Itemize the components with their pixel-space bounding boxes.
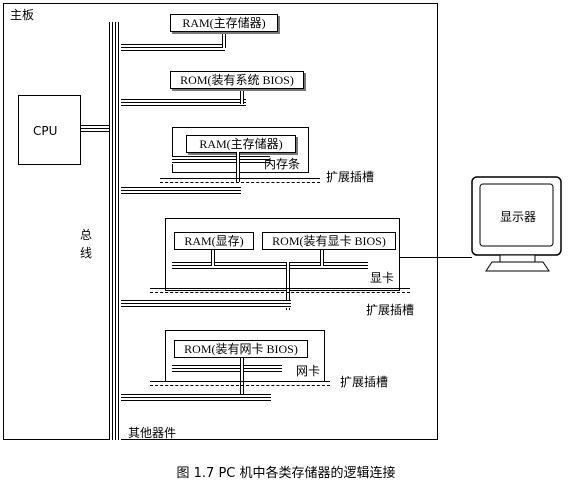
ram-top-bus-link bbox=[121, 44, 225, 52]
video-card-traces bbox=[172, 262, 368, 270]
ram-top-chip: RAM(主存储器) bbox=[170, 14, 278, 32]
monitor-icon bbox=[471, 176, 562, 272]
video-slot bbox=[150, 288, 410, 293]
memory-slot-bus-link bbox=[121, 187, 241, 195]
rom-video-chip: ROM(装有显卡 BIOS) bbox=[262, 232, 396, 250]
system-bus bbox=[109, 22, 121, 440]
memory-module-label: 内存条 bbox=[264, 157, 301, 171]
cpu-bus-link bbox=[81, 125, 109, 134]
rom-system-bus-link bbox=[121, 99, 246, 107]
video-card-label: 显卡 bbox=[370, 271, 395, 285]
memory-module-pins bbox=[236, 152, 240, 182]
memory-slot-label: 扩展插槽 bbox=[326, 170, 375, 184]
monitor-label: 显示器 bbox=[500, 210, 537, 224]
network-card-traces bbox=[172, 365, 282, 373]
network-slot bbox=[150, 381, 330, 386]
cpu: CPU bbox=[18, 95, 81, 165]
other-devices-label: 其他器件 bbox=[128, 426, 177, 440]
video-card bbox=[165, 218, 400, 291]
bus-label-2: 线 bbox=[80, 246, 93, 260]
rom-system-pins bbox=[240, 86, 244, 104]
mainboard-label: 主板 bbox=[10, 8, 35, 22]
rom-nic-pins bbox=[240, 358, 244, 368]
memory-module-traces bbox=[172, 156, 270, 164]
vram-pins bbox=[211, 250, 215, 266]
rom-video-pins bbox=[320, 250, 324, 266]
cpu-label: CPU bbox=[33, 124, 58, 138]
network-slot-label: 扩展插槽 bbox=[340, 375, 389, 389]
video-cable bbox=[400, 257, 472, 258]
video-slot-bus-link bbox=[121, 300, 291, 308]
rom-system-chip: ROM(装有系统 BIOS) bbox=[170, 71, 304, 89]
figure-caption: 图 1.7 PC 机中各类存储器的逻辑连接 bbox=[176, 466, 396, 481]
vram-chip: RAM(显存) bbox=[174, 232, 254, 250]
bus-label-1: 总 bbox=[80, 228, 93, 242]
network-slot-bus-link bbox=[121, 394, 271, 402]
rom-nic-chip: ROM(装有网卡 BIOS) bbox=[174, 340, 308, 358]
ram-top-pins bbox=[222, 30, 226, 48]
video-card-pins bbox=[286, 262, 290, 310]
memory-slot bbox=[160, 178, 320, 183]
network-card-label: 网卡 bbox=[296, 364, 321, 378]
ram-module-chip: RAM(主存储器) bbox=[186, 135, 296, 153]
video-slot-label: 扩展插槽 bbox=[366, 303, 415, 317]
